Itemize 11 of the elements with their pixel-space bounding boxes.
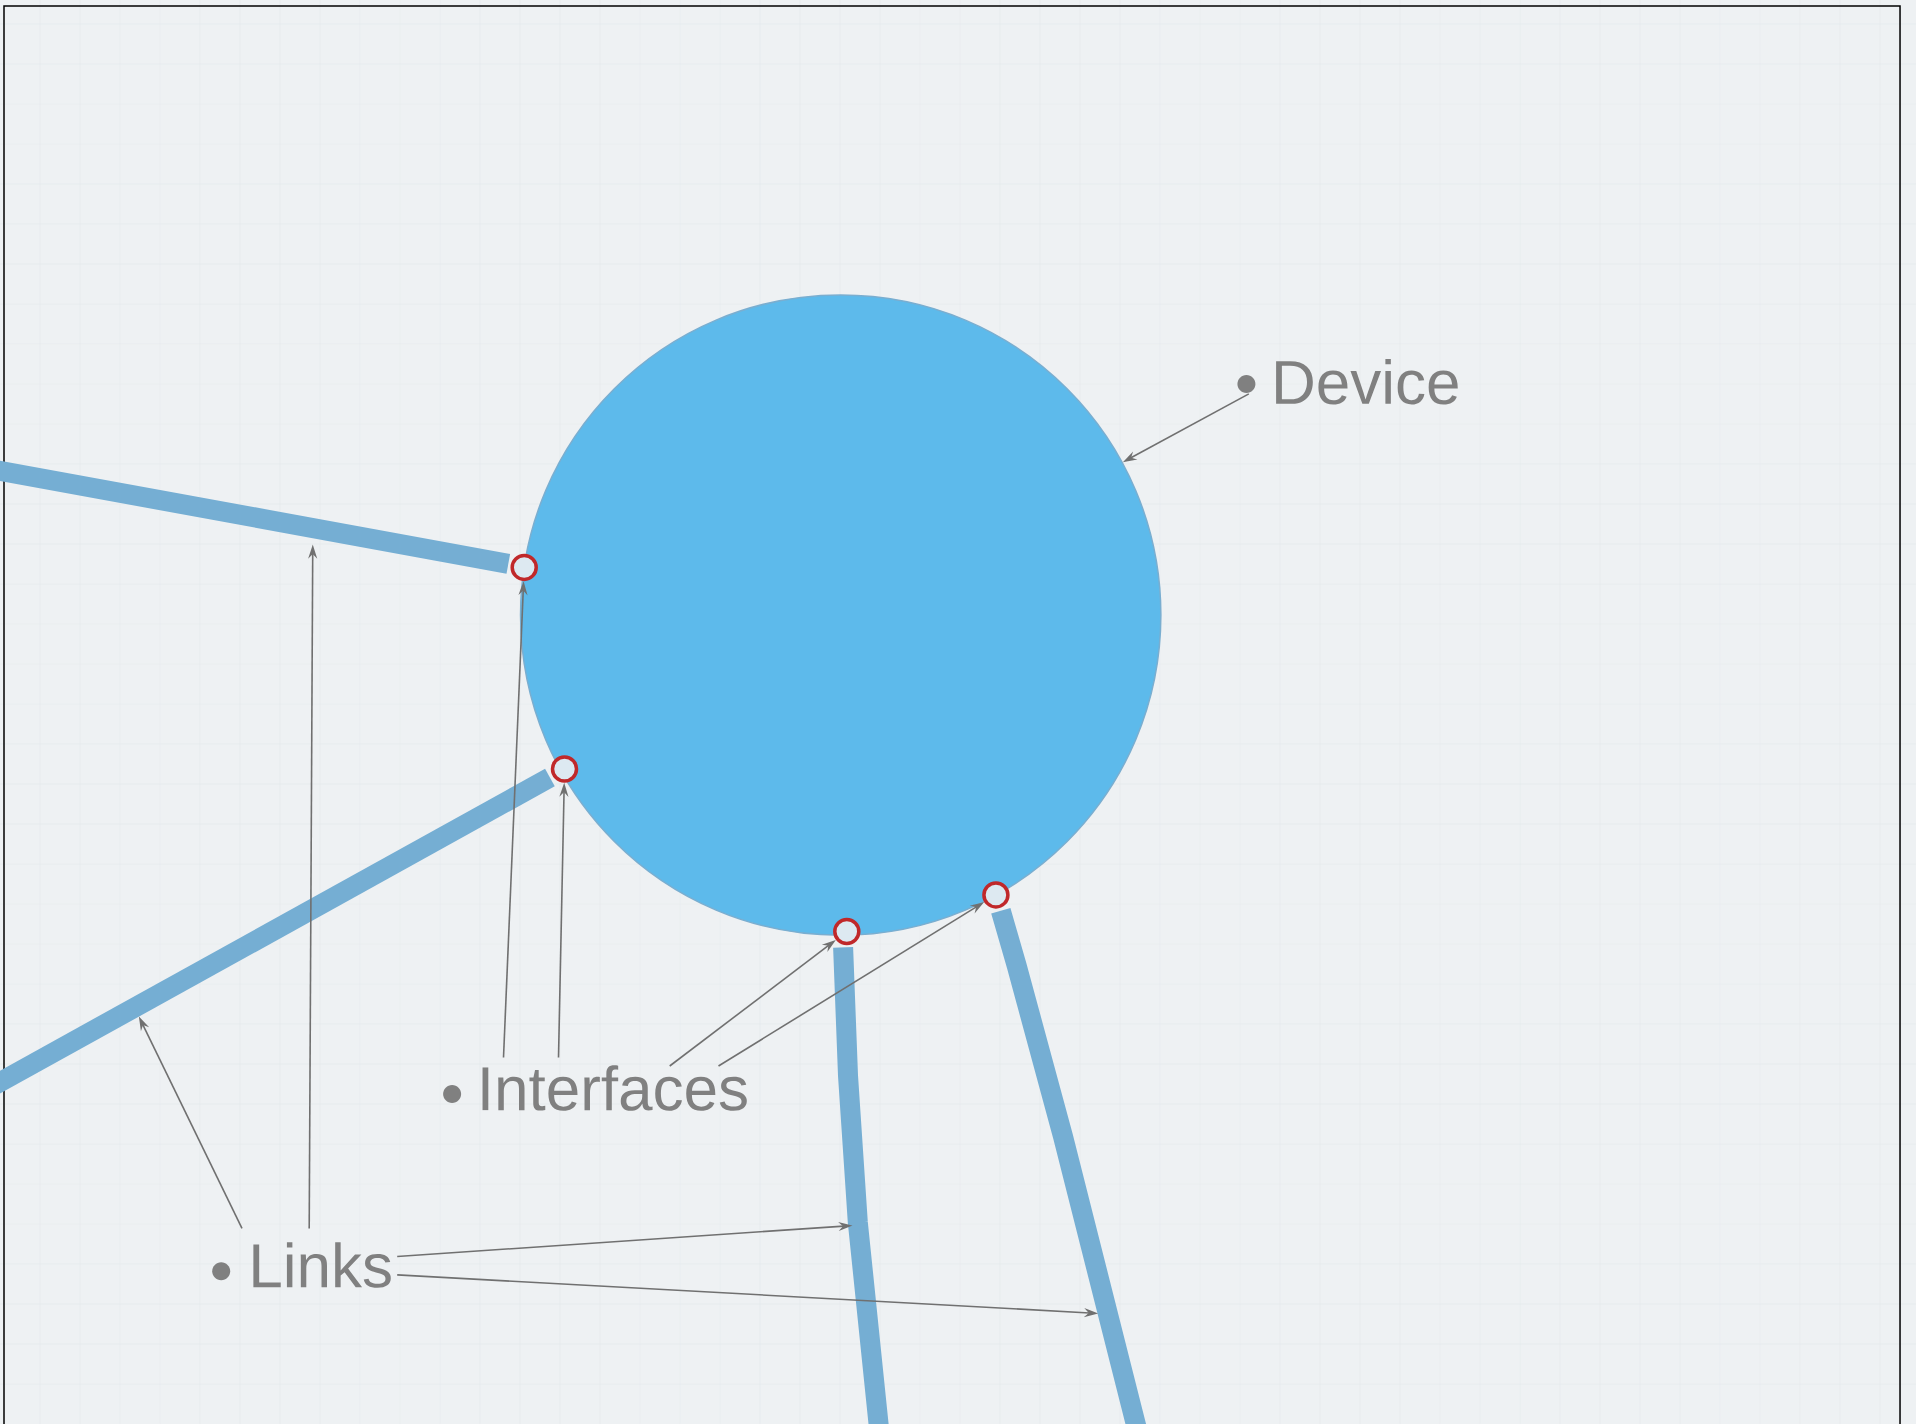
interface-circle [833,917,861,946]
link-line [0,459,511,574]
interface-circle [510,553,538,582]
bullet-label: Device [1237,358,1458,405]
device-circle [519,294,1162,936]
interface-circle [550,755,579,783]
bullet-label: Links [212,1242,391,1288]
link-line [833,947,890,1424]
link-line [991,908,1149,1424]
bullet-label: Interfaces [443,1065,747,1111]
interface-circle [982,881,1010,909]
